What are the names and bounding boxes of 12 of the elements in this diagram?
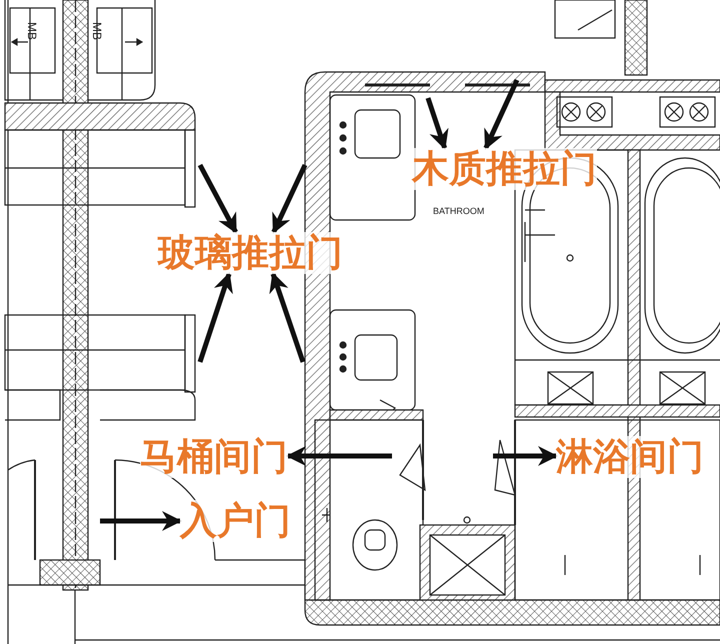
arrow xyxy=(426,97,448,150)
door-label: 马桶间门 xyxy=(140,436,288,478)
arrow xyxy=(198,164,238,234)
arrow xyxy=(271,164,308,234)
door-label: 木质推拉门 xyxy=(412,148,597,190)
room-label: BATHROOM xyxy=(433,207,484,216)
arrow xyxy=(484,78,520,150)
arrow xyxy=(493,446,558,466)
arrow xyxy=(100,511,182,531)
arrow xyxy=(286,446,392,466)
arrow xyxy=(269,272,306,363)
arrow xyxy=(198,272,233,363)
